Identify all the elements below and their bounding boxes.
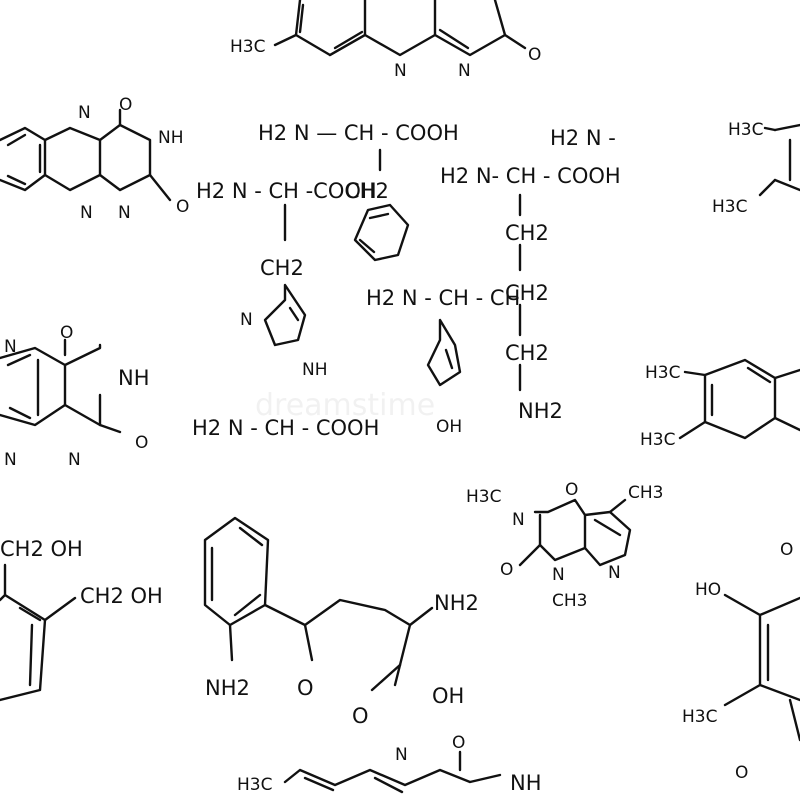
label-h3c-top: H3C <box>230 37 265 57</box>
label-ch2-right-3: CH2 <box>505 341 549 365</box>
label-nh2-right: NH2 <box>518 399 563 423</box>
label-ch3-mid-2: CH3 <box>552 591 587 611</box>
label-ch2oh-1: CH2 OH <box>0 537 83 561</box>
label-o-left-2: O <box>135 433 148 453</box>
label-ch2oh-2: CH2 OH <box>80 584 163 608</box>
label-o-mid-2: O <box>500 560 513 580</box>
label-o-mid-1: O <box>565 480 578 500</box>
label-o-right: O <box>780 540 793 560</box>
label-nh2-kyn-1: NH2 <box>205 676 250 700</box>
label-h3c-bottom: H3C <box>237 775 272 795</box>
label-nh-imid: NH <box>302 360 328 380</box>
label-ch2-center: CH2 <box>345 179 389 203</box>
label-n-acr-3: N <box>118 203 131 223</box>
molecule-top-center: H3C N N O <box>230 0 541 81</box>
label-h3c-r3: H3C <box>645 363 680 383</box>
molecule-xylene-top-right: H3C H3C <box>712 120 800 217</box>
label-ho-right: HO <box>695 580 721 600</box>
label-n-mid-3: N <box>608 563 621 583</box>
label-ch2-right-1: CH2 <box>505 221 549 245</box>
label-h3c-right: H3C <box>682 707 717 727</box>
molecule-xylene-right: H3C H3C <box>640 358 800 450</box>
label-ch3-mid-1: CH3 <box>628 483 663 503</box>
label-o-bottom: O <box>452 733 465 753</box>
molecule-pyridoxine-right: HO H3C O O <box>682 540 800 783</box>
label-o-acr-1: O <box>119 95 132 115</box>
label-h3c-r4: H3C <box>640 430 675 450</box>
label-n-left-1: N <box>4 337 17 357</box>
label-n-top-2: N <box>458 61 471 81</box>
label-n-mid: N <box>512 510 525 530</box>
label-n-bottom: N <box>395 745 408 765</box>
label-h2n-ch-ch-mid: H2 N - CH - CH <box>366 286 520 310</box>
label-n-acr-1: N <box>78 103 91 123</box>
label-o-kyn-2: O <box>352 704 369 728</box>
molecule-pyridoxine-left: CH2 OH CH2 OH <box>0 537 163 702</box>
label-o-top: O <box>528 45 541 65</box>
label-h3c-r1: H3C <box>728 120 763 140</box>
label-ch2-left: CH2 <box>260 256 304 280</box>
label-h3c-r2: H3C <box>712 197 747 217</box>
label-oh-tyr: OH <box>436 417 462 437</box>
label-n-left-2: N <box>4 450 17 470</box>
molecule-acridine-left: N N N NH O O <box>0 95 189 223</box>
label-n-imid: N <box>240 310 253 330</box>
label-h2n-ch-cooh-bottom: H2 N - CH - COOH <box>192 416 379 440</box>
label-h2n-ch-cooh-right: H2 N- CH - COOH <box>440 164 621 188</box>
label-h2n-top-right: H2 N - <box>550 126 616 150</box>
label-h3c-n: H3C <box>466 487 501 507</box>
label-ch2-right-2: CH2 <box>505 281 549 305</box>
amino-acids-center: H2 N — CH - COOH H2 N - H2 N- CH - COOH … <box>192 121 621 440</box>
label-n-mid-2: N <box>552 565 565 585</box>
label-n-acr-2: N <box>80 203 93 223</box>
molecule-bicyclic-mid: H3C N O CH3 O N N CH3 <box>466 480 663 611</box>
label-oh-kyn: OH <box>432 684 464 708</box>
label-n-top-1: N <box>394 61 407 81</box>
label-o-right-2: O <box>735 763 748 783</box>
label-nh-bottom: NH <box>510 771 542 795</box>
molecule-kynurenine: NH2 O NH2 O OH <box>203 516 479 728</box>
label-nh-left: NH <box>118 366 150 390</box>
label-nh2-kyn-2: NH2 <box>434 591 479 615</box>
label-o-acr-2: O <box>176 197 189 217</box>
molecule-acridine-bottom: H3C N O NH <box>237 733 542 795</box>
label-h2n-ch-cooh-left: H2 N - CH -COOH <box>196 179 377 203</box>
label-n-left-3: N <box>68 450 81 470</box>
label-o-left-1: O <box>60 323 73 343</box>
label-h2n-ch-cooh-top: H2 N — CH - COOH <box>258 121 459 145</box>
label-o-kyn-1: O <box>297 676 314 700</box>
watermark-text: dreamstime <box>255 388 435 423</box>
molecule-quinone-left: O O NH N N N <box>0 323 150 470</box>
label-nh-acr: NH <box>158 128 184 148</box>
